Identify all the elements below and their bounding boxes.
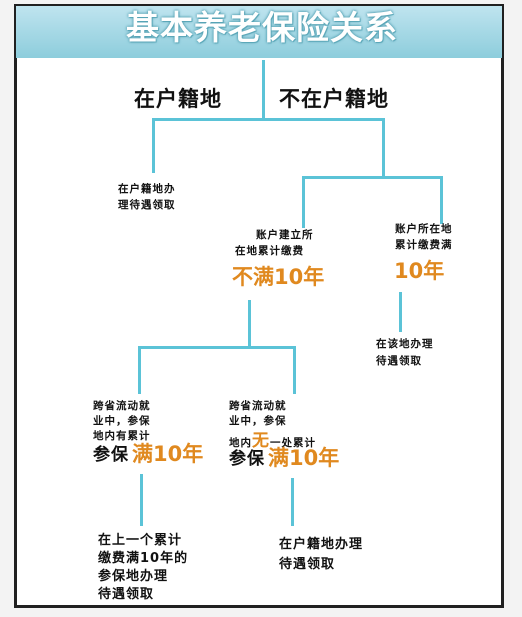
node-e-line3-highlight: 无 <box>252 431 270 451</box>
node-e-line3: 地内无一处累计 <box>229 430 316 452</box>
node-c-line2: 累计缴费满 <box>395 239 453 251</box>
node-b-line2: 在地累计缴费 <box>235 245 304 257</box>
node-d-highlight: 满10年 <box>132 442 204 466</box>
connector-b-down <box>248 300 251 348</box>
connector-e-down <box>291 478 294 526</box>
node-c-highlight: 10年 <box>394 259 445 283</box>
node-e-line1: 跨省流动就 <box>229 400 287 412</box>
connector-low-right-drop <box>293 346 296 394</box>
connector-low-left-drop <box>138 346 141 394</box>
connector-mid-bar <box>302 176 442 179</box>
node-a-line2: 理待遇领取 <box>118 199 176 211</box>
connector-left-drop <box>152 118 155 173</box>
connector-mid-left-drop <box>302 176 305 228</box>
connector-right-drop <box>382 118 385 178</box>
node-c-line1: 账户所在地 <box>395 223 453 235</box>
node-e-result-line2: 待遇领取 <box>279 557 336 572</box>
node-d-line1: 跨省流动就 <box>93 400 151 412</box>
node-d-line2: 业中，参保 <box>93 415 151 427</box>
label-not-in-household-registration: 不在户籍地 <box>279 87 389 111</box>
connector-top-bar <box>152 118 385 121</box>
image-frame <box>14 4 504 608</box>
connector-mid-right-drop <box>440 176 443 224</box>
node-e-line3-pre: 地内 <box>229 437 252 449</box>
node-c-result-line1: 在该地办理 <box>376 338 434 350</box>
label-in-household-registration: 在户籍地 <box>134 87 222 111</box>
node-d-result-line4: 待遇领取 <box>98 587 155 602</box>
node-d-result-line1: 在上一个累计 <box>98 533 183 548</box>
diagram-title: 基本养老保险关系 <box>126 8 398 47</box>
node-d-result-line2: 缴费满10年的 <box>98 551 189 566</box>
node-d-line3: 地内有累计 <box>93 430 151 442</box>
node-e-line2: 业中，参保 <box>229 415 287 427</box>
connector-d-down <box>140 474 143 526</box>
node-e-result-line1: 在户籍地办理 <box>279 537 364 552</box>
node-d-prefix: 参保 <box>93 445 129 465</box>
node-e-prefix: 参保 <box>229 449 265 469</box>
node-d-result-line3: 参保地办理 <box>98 569 169 584</box>
node-b-highlight: 不满10年 <box>232 265 325 289</box>
connector-trunk <box>262 60 265 120</box>
node-c-result-line2: 待遇领取 <box>376 355 422 367</box>
node-b-line1: 账户建立所 <box>256 229 314 241</box>
node-a-line1: 在户籍地办 <box>118 183 176 195</box>
title-banner <box>16 6 502 58</box>
node-e-line3-post: 一处累计 <box>270 437 316 449</box>
connector-c-down <box>399 292 402 332</box>
connector-low-bar <box>138 346 296 349</box>
node-e-highlight: 满10年 <box>268 446 340 470</box>
